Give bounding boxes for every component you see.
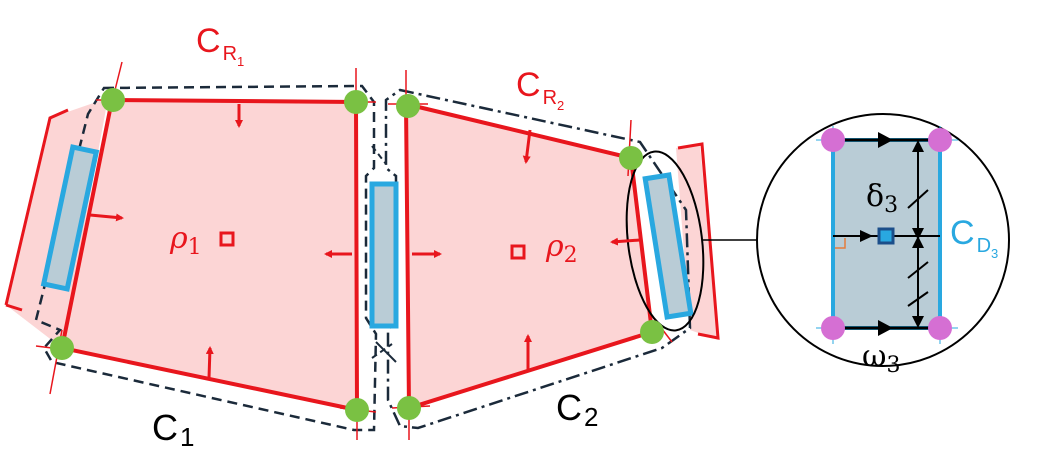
label-delta3: δ3 (866, 179, 898, 218)
right-boundary-line (677, 142, 720, 340)
label-rho2: ρ2 (545, 229, 578, 268)
pink-nodes (821, 128, 952, 340)
domain-slab-3 (642, 172, 694, 320)
channel-cross-b (371, 343, 393, 359)
region-2-arrows (412, 129, 641, 372)
domain-slab-1 (40, 144, 100, 292)
label-c1: C1 (152, 407, 194, 452)
label-rho1: ρ1 (169, 221, 202, 260)
contour-c1 (34, 84, 378, 432)
rho1-marker (219, 231, 235, 247)
contour-c2 (384, 88, 692, 430)
zoom-edge-arrows (842, 132, 930, 336)
left-boundary-line (4, 108, 69, 306)
zoom-delta-arrowhead-bottom (912, 316, 924, 328)
green-nodes (50, 88, 664, 422)
domain-slab-2 (369, 181, 399, 329)
channel-cross-c (375, 341, 397, 363)
rho2-marker (510, 244, 526, 260)
zoom-ellipse (625, 150, 705, 332)
channel-cross-a (371, 145, 387, 165)
zoom-delta-arrowhead-top (912, 140, 924, 152)
zoom-delta-arrowhead-mid-up (912, 228, 924, 240)
right-domain-fill (676, 145, 718, 340)
zoom-centroid-square (877, 227, 895, 245)
label-omega3: ω3 (862, 339, 900, 378)
zoom-delta-arrowhead-mid-down (912, 236, 924, 248)
label-c2: C2 (556, 387, 598, 432)
region-1-arrows (89, 104, 352, 379)
right-angle-marker (835, 238, 846, 249)
left-boundary-end (5, 303, 23, 312)
